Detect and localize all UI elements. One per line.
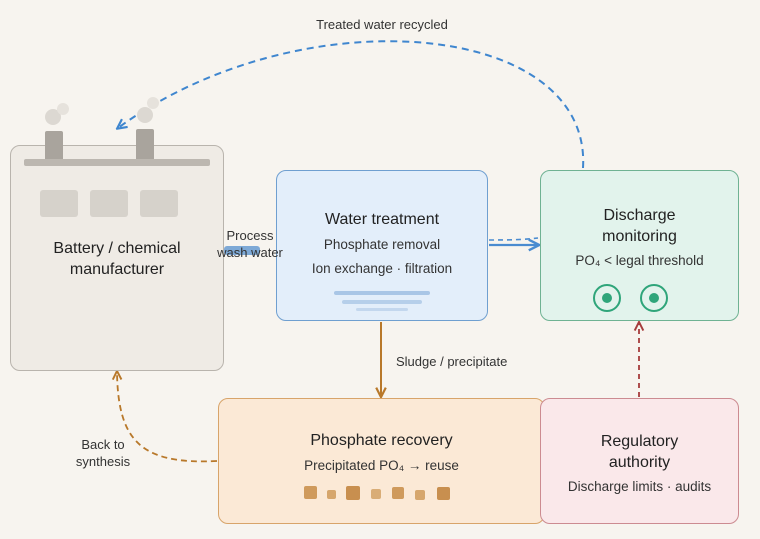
manufacturer-title-line2: manufacturer <box>69 261 165 278</box>
process-label-line1: Process <box>226 228 274 243</box>
factory-icon <box>24 97 210 166</box>
discharge-monitoring-box <box>540 170 739 321</box>
regulator-line: Discharge limits · audits <box>567 479 712 494</box>
treated-flow-dashed <box>488 237 539 241</box>
water-treatment-line1: Phosphate removal <box>323 237 441 252</box>
water-treatment-box <box>276 170 488 321</box>
back-to-synthesis-arrow <box>117 372 218 463</box>
back-label-line2: synthesis <box>75 454 131 469</box>
water-treatment-title: Water treatment <box>324 211 440 228</box>
precipitate-granules-icon <box>304 486 450 500</box>
recycled-label: Treated water recycled <box>316 17 448 32</box>
discharge-threshold: PO₄ < legal threshold <box>575 253 704 268</box>
sensor-indicators-icon <box>593 284 668 312</box>
phosphate-recovery-box <box>218 398 545 524</box>
discharge-title-line1: Discharge <box>603 207 676 224</box>
recovery-line: Precipitated PO₄ → reuse <box>304 458 459 473</box>
regulator-title-line1: Regulatory <box>600 433 679 450</box>
recovery-title: Phosphate recovery <box>310 432 453 449</box>
discharge-title-line2: monitoring <box>602 228 677 245</box>
factory-window <box>40 190 78 217</box>
sludge-label: Sludge / precipitate <box>396 354 508 369</box>
water-treatment-line2: Ion exchange · filtration <box>311 261 453 276</box>
manufacturer-box <box>10 145 224 371</box>
regulatory-authority-box <box>540 398 739 524</box>
process-label-line2: wash water <box>217 245 283 260</box>
water-waves-icon <box>334 291 430 311</box>
back-label-line1: Back to <box>81 437 125 452</box>
factory-window <box>140 190 178 217</box>
factory-window <box>90 190 128 217</box>
manufacturer-title-line1: Battery / chemical <box>53 240 181 257</box>
regulator-title-line2: authority <box>608 454 671 471</box>
wash-water-pipe <box>224 246 260 255</box>
